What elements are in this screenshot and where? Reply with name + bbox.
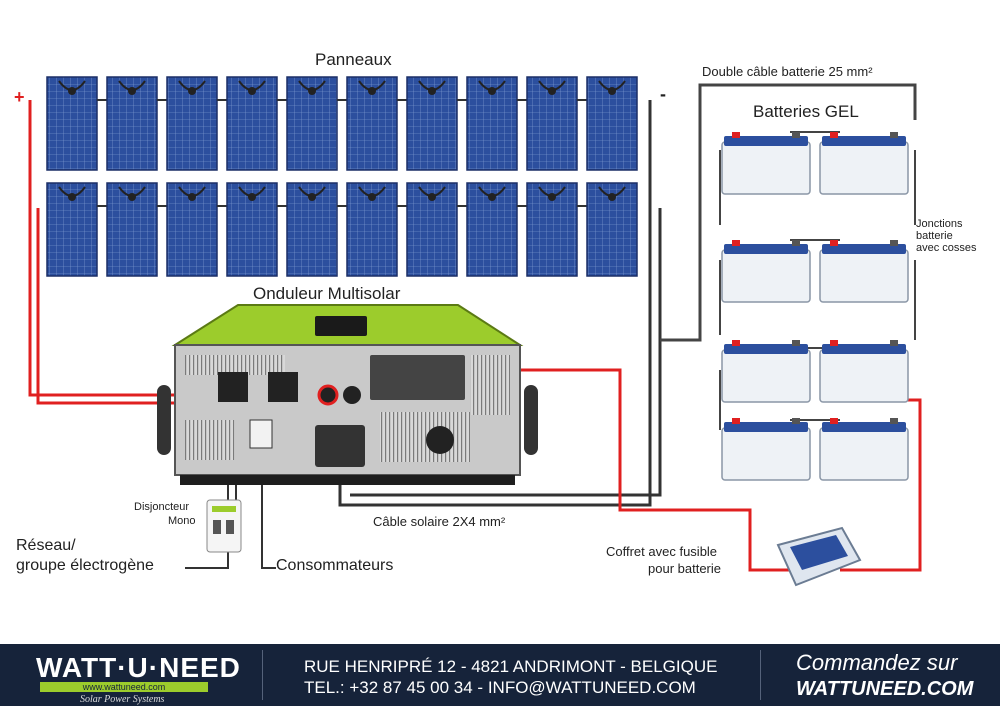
- inverter-display: [315, 316, 367, 336]
- solar-panel: [586, 182, 638, 277]
- solar-panel: [586, 76, 638, 171]
- gel-battery: [819, 340, 909, 403]
- label-panels: Panneaux: [315, 50, 392, 69]
- inverter-ac-out-block: [268, 372, 298, 402]
- solar-panel: [406, 76, 467, 171]
- solar-panel: [106, 76, 167, 171]
- brand-tagline: Solar Power Systems: [80, 694, 165, 705]
- solar-panel: [526, 76, 587, 171]
- footer-cta-text: Commandez sur: [796, 650, 958, 675]
- inverter-battery-terminal-neg: [343, 386, 361, 404]
- footer-cta-link[interactable]: WATTUNEED.COM: [796, 678, 974, 700]
- solar-wiring-diagram: + -: [14, 76, 922, 587]
- inverter-base: [180, 475, 515, 485]
- solar-panel: [346, 76, 407, 171]
- solar-panel: [226, 182, 287, 277]
- solar-panel: [46, 76, 107, 171]
- inverter-battery-terminal-pos: [317, 384, 339, 406]
- label-junctions-3: avec cosses: [916, 242, 977, 254]
- footer-separator-right: [760, 650, 761, 700]
- black-wire-panels-negative: [338, 100, 652, 507]
- solar-panel: [46, 182, 107, 277]
- solar-panel: [406, 182, 467, 277]
- inverter-handle-left: [157, 385, 171, 455]
- brand-logo[interactable]: WATT·U·NEED: [36, 652, 241, 683]
- footer-separator-left: [262, 650, 263, 700]
- inverter-ac-in-block: [218, 372, 248, 402]
- solar-panel: [346, 182, 407, 277]
- plus-sign: +: [14, 87, 25, 107]
- gel-battery: [819, 418, 909, 481]
- gel-battery: [721, 132, 811, 195]
- solar-panel: [166, 76, 227, 171]
- label-double-cable: Double câble batterie 25 mm²: [702, 64, 873, 79]
- label-fuse-box-2: pour batterie: [648, 561, 721, 576]
- solar-panel: [466, 182, 527, 277]
- inverter-handle-right: [524, 385, 538, 455]
- label-breaker-2: Mono: [168, 515, 196, 527]
- gel-batteries: [721, 132, 909, 481]
- solar-panel: [226, 76, 287, 171]
- inverter-pv-connector-block: [315, 425, 365, 467]
- inverter-grille-left: [185, 355, 285, 375]
- footer-bar: WATT·U·NEED www.wattuneed.com Solar Powe…: [0, 644, 1000, 706]
- inverter-grille-bottom-left: [185, 420, 235, 460]
- multisolar-inverter: [157, 304, 538, 485]
- solar-panel: [166, 182, 227, 277]
- brand-logo-url: www.wattuneed.com: [40, 682, 208, 692]
- grid-wire: [185, 445, 229, 569]
- label-consumers: Consommateurs: [276, 557, 394, 574]
- battery-fuse-box: [776, 526, 862, 587]
- solar-panel: [286, 76, 347, 171]
- label-solar-cable: Câble solaire 2X4 mm²: [373, 514, 506, 529]
- solar-panel: [526, 182, 587, 277]
- label-grid-2: groupe électrogène: [16, 557, 154, 574]
- battery-cable-black: [660, 83, 917, 342]
- inverter-input-breaker: [249, 419, 273, 449]
- footer-contact[interactable]: TEL.: +32 87 45 00 34 - INFO@WATTUNEED.C…: [304, 678, 696, 697]
- label-junctions-2: batterie: [916, 230, 953, 242]
- battery-cable-red: [480, 368, 790, 572]
- label-breaker-1: Disjoncteur: [134, 501, 190, 513]
- inverter-pv-switch: [426, 426, 454, 454]
- gel-battery: [819, 132, 909, 195]
- minus-sign: -: [660, 84, 666, 104]
- footer-address: RUE HENRIPRÉ 12 - 4821 ANDRIMONT - BELGI…: [304, 657, 718, 676]
- black-wire-panels-negative-2: [350, 208, 662, 497]
- label-batteries: Batteries GEL: [753, 102, 859, 121]
- battery-junctions: [719, 131, 916, 430]
- solar-panel: [106, 182, 167, 277]
- inverter-port-panel: [370, 355, 465, 400]
- solar-panel: [466, 76, 527, 171]
- mono-breaker: [206, 499, 242, 553]
- gel-battery: [721, 418, 811, 481]
- label-fuse-box-1: Coffret avec fusible: [606, 544, 718, 559]
- gel-battery: [721, 340, 811, 403]
- label-inverter: Onduleur Multisolar: [253, 284, 401, 303]
- panel-row-bottom: [46, 182, 638, 277]
- inverter-grille-mid: [470, 355, 510, 415]
- label-grid-1: Réseau/: [16, 537, 76, 554]
- label-junctions-1: Jonctions: [916, 218, 963, 230]
- solar-panel: [286, 182, 347, 277]
- gel-battery: [721, 240, 811, 303]
- panel-row-top: [46, 76, 638, 171]
- gel-battery: [819, 240, 909, 303]
- inverter-grille-right: [380, 412, 470, 462]
